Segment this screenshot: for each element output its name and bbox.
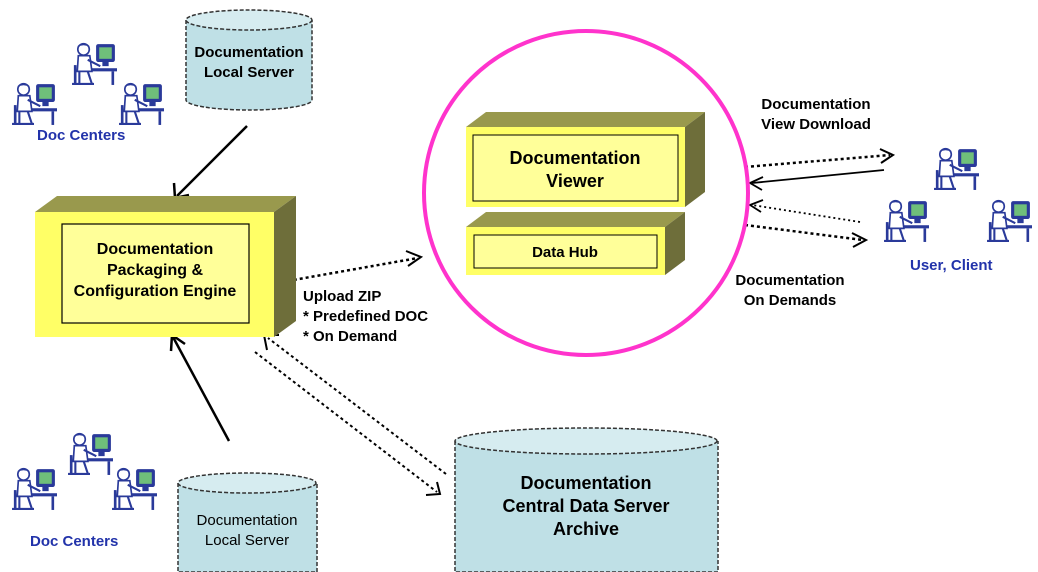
person-at-computer-icon [10, 82, 59, 126]
arrow-engine-to-central [254, 351, 442, 496]
arrow-engine-to-viewer [281, 250, 424, 284]
arrow-central-to-engine [262, 334, 447, 475]
arrow-doccenters-bottom-to-engine [169, 332, 231, 442]
upload-annotation: Upload ZIP* Predefined DOC* On Demand [303, 288, 428, 345]
person-at-computer-icon [110, 467, 159, 511]
person-at-computer-icon [70, 42, 119, 86]
person-at-computer-icon [985, 199, 1034, 243]
person-at-computer-icon [932, 147, 981, 191]
doc-centers-top-label: Doc Centers [37, 127, 125, 144]
arrow-viewer-to-users-top [744, 148, 896, 169]
users-group: User, Client [882, 147, 1034, 274]
arrow-users-to-viewer-bottom [748, 199, 861, 223]
arrow-users-to-viewer-top [748, 169, 885, 191]
doc-centers-bottom-label: Doc Centers [30, 533, 118, 550]
data-hub-box: Data Hub [466, 212, 685, 275]
arrow-viewer-to-users-bottom [744, 223, 869, 248]
person-at-computer-icon [117, 82, 166, 126]
users-label: User, Client [910, 257, 993, 274]
data-hub-label: Data Hub [532, 244, 598, 261]
doc-centers-bottom-group: Doc Centers [10, 432, 159, 550]
viewer-ring [422, 29, 750, 357]
person-at-computer-icon [882, 199, 931, 243]
person-at-computer-icon [10, 467, 59, 511]
connectors [169, 125, 896, 496]
doc-centers-top-group: Doc Centers [10, 42, 166, 144]
arrow-local-top-to-engine [172, 125, 248, 200]
person-at-computer-icon [66, 432, 115, 476]
